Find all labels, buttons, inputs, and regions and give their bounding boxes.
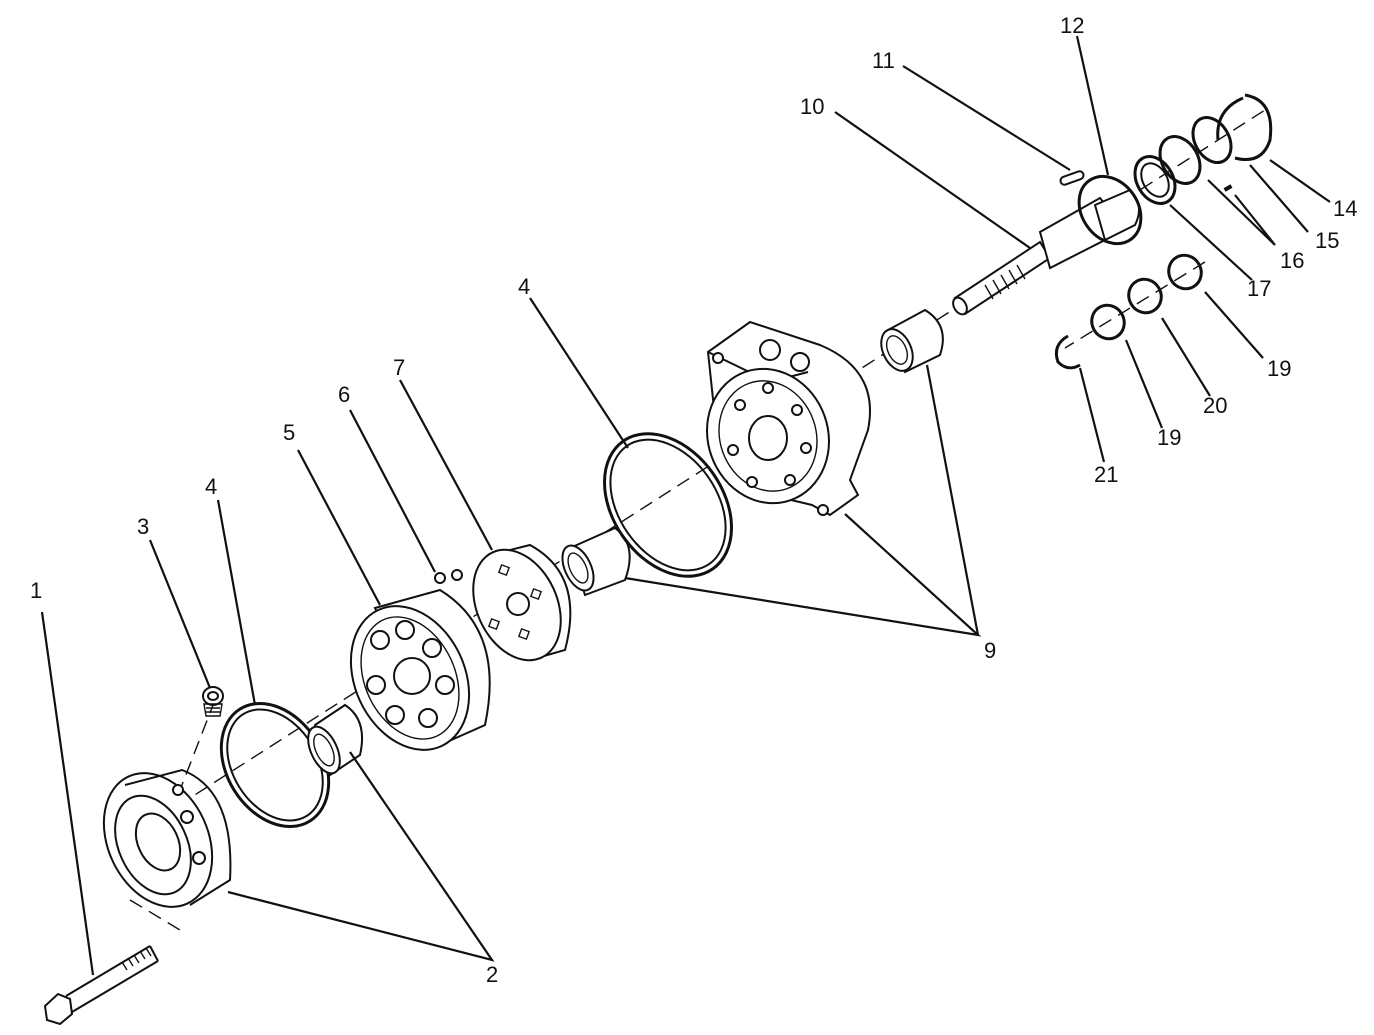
label-part-21: 21 (1094, 462, 1118, 487)
label-part-19-upper: 19 (1267, 356, 1291, 381)
part-9-rear-bearing (880, 308, 944, 374)
label-part-10: 10 (800, 94, 824, 119)
part-9-sleeve (561, 526, 631, 597)
part-12-ring (1077, 174, 1143, 246)
part-10-shaft (952, 188, 1140, 316)
label-part-19-lower: 19 (1157, 425, 1181, 450)
leader-lines (40, 35, 1331, 976)
label-part-11: 11 (872, 48, 895, 73)
part-3-plug (202, 686, 224, 717)
label-part-3: 3 (137, 514, 149, 539)
parts-14-17-seals (1133, 93, 1273, 205)
part-11-key (1059, 170, 1085, 186)
part-7-plate (472, 543, 572, 662)
part-9-front-bearing (307, 703, 364, 777)
label-part-1: 1 (30, 578, 42, 603)
part-6-balls (434, 569, 463, 584)
part-5-gerotor (349, 588, 491, 751)
label-part-4-rear: 4 (518, 274, 530, 299)
label-part-7: 7 (393, 355, 405, 380)
label-part-2: 2 (486, 962, 498, 987)
part-number-labels: 1 2 3 4 5 6 7 4 9 10 11 12 14 15 16 17 1… (30, 13, 1357, 987)
part-2-end-cap (102, 768, 232, 908)
label-part-12: 12 (1060, 13, 1084, 38)
part-9-housing (706, 320, 871, 517)
label-part-20: 20 (1203, 393, 1227, 418)
label-part-14: 14 (1333, 196, 1357, 221)
label-part-5: 5 (283, 420, 295, 445)
part-1-bolt (43, 945, 159, 1026)
label-part-6: 6 (338, 382, 350, 407)
label-part-9: 9 (984, 638, 996, 663)
label-part-4-front: 4 (205, 474, 217, 499)
label-part-15: 15 (1315, 228, 1339, 253)
label-part-16: 16 (1280, 248, 1304, 273)
parts-19-21-washers (1054, 253, 1203, 370)
label-part-17: 17 (1247, 276, 1271, 301)
